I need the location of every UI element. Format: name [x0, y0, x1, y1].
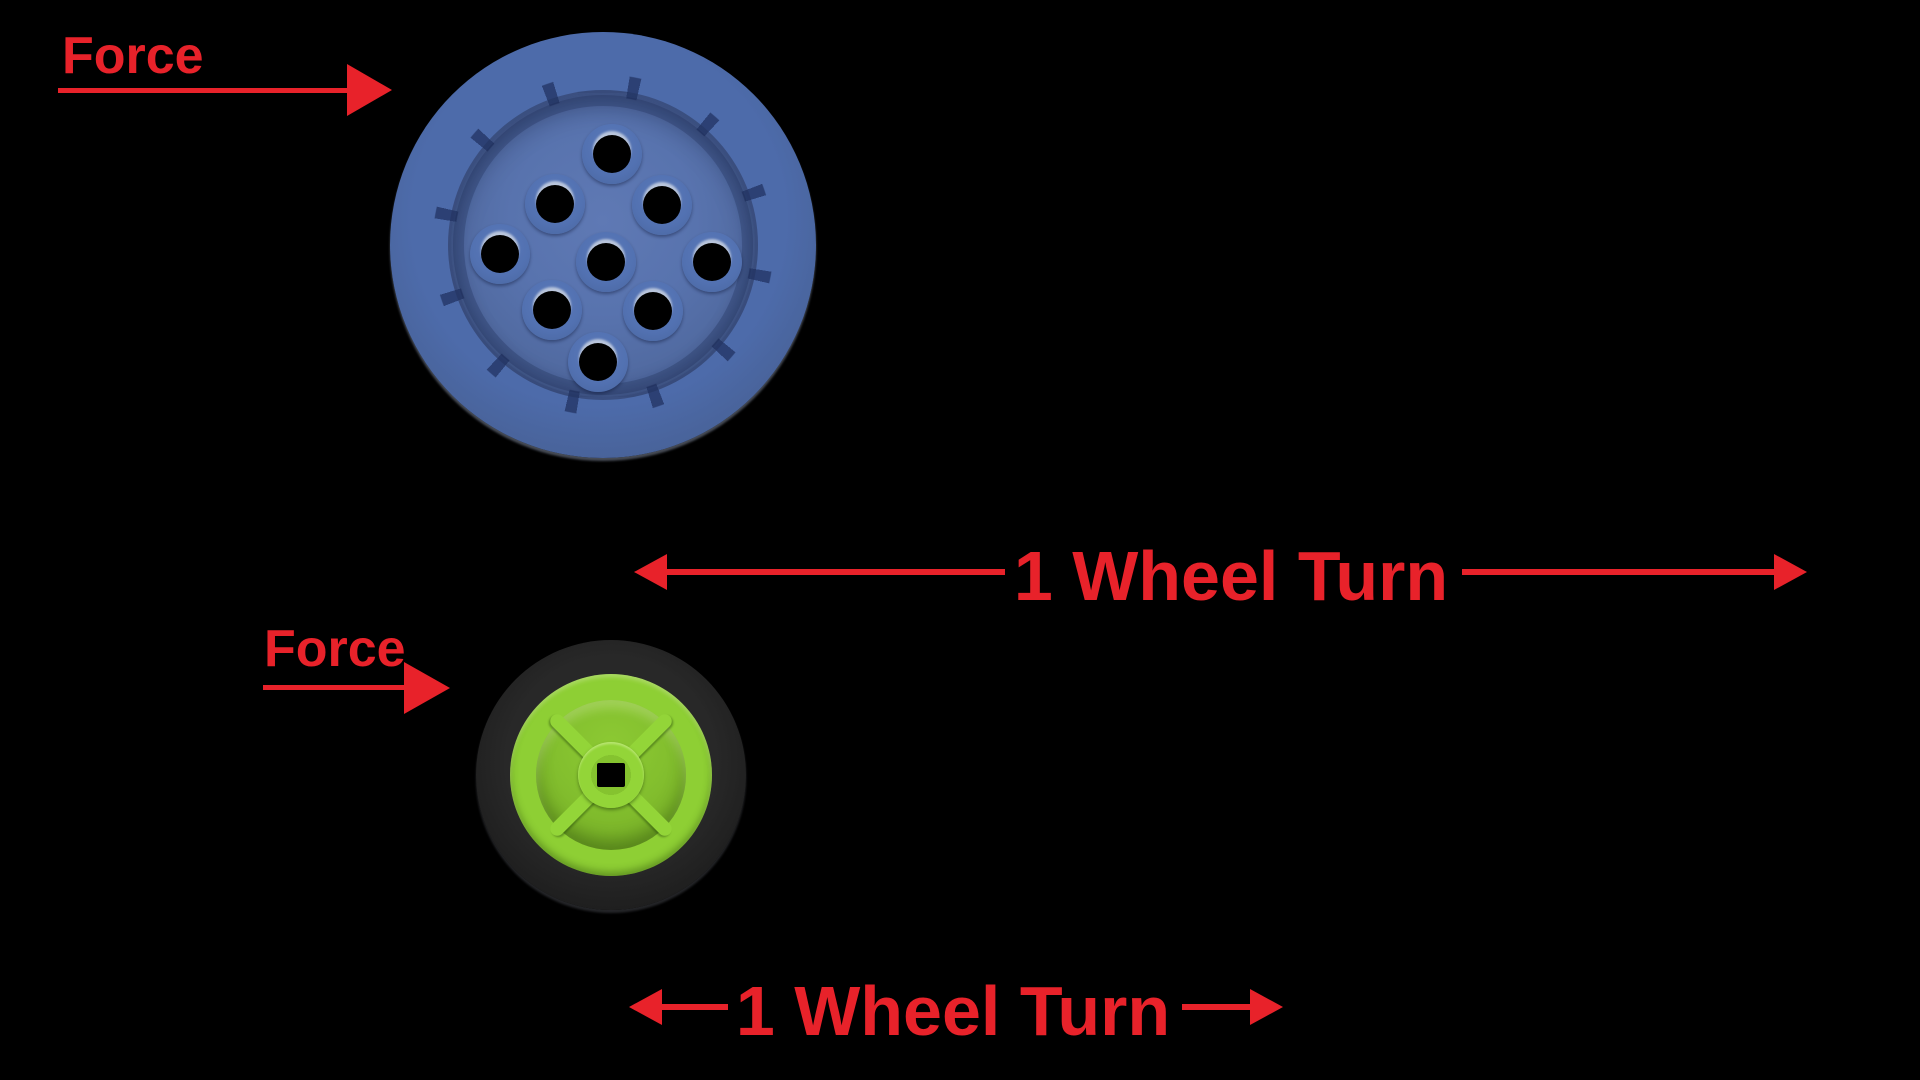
turn-measure-large-label: 1 Wheel Turn	[1013, 537, 1449, 615]
turn-measure-small-right-line	[1182, 1004, 1250, 1010]
turn-measure-large-right-line	[1462, 569, 1774, 575]
small-wheel-axle-boss	[578, 742, 644, 808]
turn-measure-small-label: 1 Wheel Turn	[735, 972, 1171, 1050]
turn-measure-small-left-arrow-icon	[629, 989, 662, 1025]
force-arrow-large-line	[58, 88, 347, 93]
large-wheel-hole	[582, 124, 642, 184]
turn-measure-large-left-line	[663, 569, 1005, 575]
small-wheel-hub	[510, 674, 712, 876]
large-wheel-center-hole	[576, 232, 636, 292]
force-arrow-small-line	[263, 685, 404, 690]
force-arrow-large-head-icon	[347, 64, 392, 116]
turn-measure-large-right-arrow-icon	[1774, 554, 1807, 590]
large-wheel-hole	[623, 281, 683, 341]
large-wheel-hole	[525, 174, 585, 234]
force-arrow-small-head-icon	[404, 662, 450, 714]
turn-measure-small-left-line	[660, 1004, 728, 1010]
large-wheel-hole	[568, 332, 628, 392]
large-wheel-hole	[682, 232, 742, 292]
large-wheel-hole	[470, 224, 530, 284]
large-wheel-hole	[522, 280, 582, 340]
force-label-small: Force	[264, 620, 406, 678]
turn-measure-large-left-arrow-icon	[634, 554, 667, 590]
small-wheel-axle-hole	[597, 763, 625, 787]
force-label-large: Force	[62, 27, 204, 85]
large-wheel-hole	[632, 175, 692, 235]
small-wheel	[476, 640, 746, 910]
large-wheel	[390, 32, 816, 458]
turn-measure-small-right-arrow-icon	[1250, 989, 1283, 1025]
